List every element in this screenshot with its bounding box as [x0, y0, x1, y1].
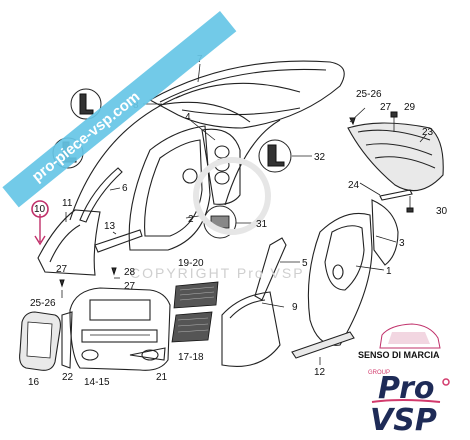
- logo-group-text: GROUP: [368, 370, 390, 376]
- label-11: 11: [62, 198, 73, 209]
- roof-seal-rear: [175, 82, 301, 99]
- label-25-26-top: 25-26: [356, 89, 382, 100]
- b-pillar-trim: [254, 237, 287, 301]
- label-3: 3: [399, 238, 405, 249]
- label-12: 12: [314, 367, 326, 378]
- label-30: 30: [436, 206, 448, 217]
- label-2: 2: [188, 214, 194, 225]
- roof-seal: [159, 101, 251, 123]
- rear-pillar-trim: [371, 199, 399, 266]
- clip-29: [390, 111, 398, 132]
- clip-30: [406, 196, 414, 213]
- door-panel: [221, 291, 281, 367]
- label-10: 10: [34, 204, 46, 215]
- clip-28: [111, 267, 117, 276]
- label-17-18: 17-18: [178, 352, 204, 363]
- highlight-arrow: [34, 214, 46, 246]
- rocker-strip: [291, 331, 355, 359]
- label-25-26-left: 25-26: [30, 298, 56, 309]
- door-seal-arc: [69, 95, 181, 221]
- rear-spoiler: [347, 122, 444, 192]
- label-14-15: 14-15: [84, 377, 110, 388]
- label-19-20: 19-20: [178, 258, 204, 269]
- label-24: 24: [348, 180, 360, 191]
- rear-side-panel: [307, 212, 373, 346]
- sill-strip: [94, 229, 143, 253]
- side-panel-door-frame: [128, 125, 211, 251]
- spoiler-clip-24: [379, 189, 413, 201]
- provsp-logo: GROUP Pro VSP: [368, 370, 450, 438]
- label-16: 16: [28, 377, 40, 388]
- label-6: 6: [122, 183, 128, 194]
- label-21: 21: [156, 372, 168, 383]
- logo-dot: [442, 378, 450, 386]
- label-9: 9: [292, 302, 298, 313]
- label-22: 22: [62, 372, 74, 383]
- door-seal-arc-inner: [224, 119, 281, 206]
- direction-label: SENSO DI MARCIA: [358, 350, 440, 360]
- label-28: 28: [124, 267, 136, 278]
- label-4: 4: [185, 112, 191, 123]
- part-labels: 7 8 4 6 2 31 32 10 11 13 25-26 27 29 23 …: [28, 54, 448, 388]
- label-1: 1: [386, 266, 392, 277]
- bumper-side-22: [61, 311, 73, 369]
- windscreen-glass: [19, 311, 61, 371]
- grille-mesh-lower: [171, 311, 213, 343]
- label-23: 23: [422, 127, 434, 138]
- roof-panel: [148, 60, 345, 129]
- highlight-circle: [31, 200, 49, 218]
- label-5: 5: [302, 258, 308, 269]
- bumper-lip-21: [129, 347, 166, 361]
- front-fender: [37, 209, 101, 276]
- label-13: 13: [104, 221, 116, 232]
- front-bumper: [69, 287, 171, 371]
- label-29: 29: [404, 102, 416, 113]
- label-27-left: 27: [56, 264, 68, 275]
- seal-profile-detail-32: [258, 139, 292, 173]
- label-27-top: 27: [380, 102, 392, 113]
- label-31: 31: [256, 219, 268, 230]
- copyright-watermark: COPYRIGHT Pro VSP: [130, 265, 305, 281]
- direction-indicator: SENSO DI MARCIA: [358, 323, 441, 360]
- leader-lines: [61, 63, 427, 365]
- label-32: 32: [314, 152, 326, 163]
- grille-mesh-upper: [173, 281, 219, 309]
- clip-27-left: [59, 279, 65, 288]
- logo-swoosh: [371, 399, 441, 403]
- a-pillar-strip: [79, 167, 123, 223]
- logo-vsp-text: VSP: [370, 403, 437, 438]
- label-27-mid: 27: [124, 281, 136, 292]
- seal-profile-detail: [70, 88, 102, 120]
- watermark-circle: [193, 157, 271, 235]
